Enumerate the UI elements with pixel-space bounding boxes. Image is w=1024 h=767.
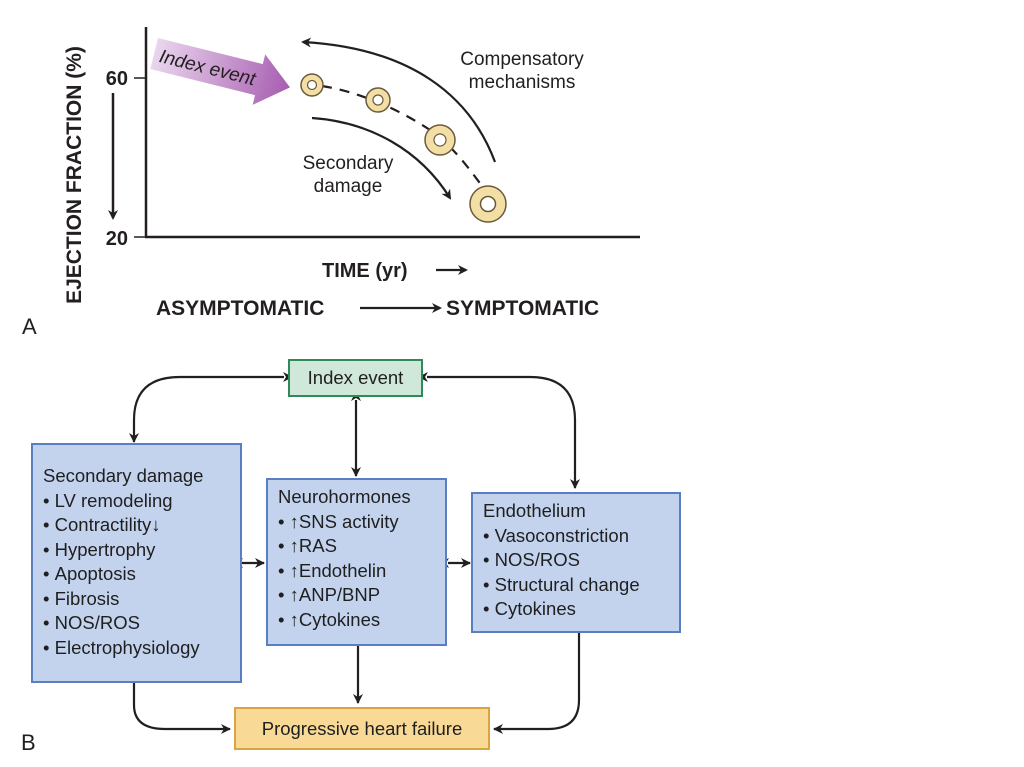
list-item: NOS/ROS [483, 548, 669, 573]
list-item: Apoptosis [43, 562, 230, 587]
list-item: Vasoconstriction [483, 524, 669, 549]
heart-marker [424, 124, 456, 156]
list-item: ↑ANP/BNP [278, 583, 435, 608]
endothelium-box: Endothelium Vasoconstriction NOS/ROS Str… [471, 492, 681, 633]
panel-a-graph: EJECTION FRACTION (%) 60 20 Index event … [63, 27, 640, 320]
list-item: ↑RAS [278, 534, 435, 559]
list-item: Structural change [483, 573, 669, 598]
secondary-damage-box: Secondary damage LV remodeling Contracti… [31, 443, 242, 683]
list-item: Contractility↓ [43, 513, 230, 538]
list-item: Cytokines [483, 597, 669, 622]
y-tick-label-60: 60 [106, 68, 128, 90]
compensatory-arrow [301, 37, 497, 163]
heart-marker [300, 73, 324, 97]
index-event-box: Index event [288, 359, 423, 397]
compensatory-label-1: Compensatory [460, 49, 584, 70]
list-item: ↑SNS activity [278, 510, 435, 535]
panel-b-letter: B [21, 730, 36, 755]
list-item: LV remodeling [43, 489, 230, 514]
secondary-damage-arrow [311, 116, 452, 200]
connector-secondary-outcome [132, 683, 231, 734]
y-axis-title: EJECTION FRACTION (%) [63, 46, 86, 304]
endothelium-title: Endothelium [483, 500, 586, 521]
secondary-label-1: Secondary [303, 153, 394, 174]
connector-index-secondary [129, 372, 293, 443]
heart-marker [469, 185, 507, 223]
connector-index-endothelium [418, 372, 580, 489]
symptomatic-label: SYMPTOMATIC [446, 297, 599, 320]
list-item: ↑Endothelin [278, 559, 435, 584]
list-item: Hypertrophy [43, 538, 230, 563]
x-axis-title: TIME (yr) [322, 260, 408, 282]
list-item: NOS/ROS [43, 611, 230, 636]
list-item: ↑Cytokines [278, 608, 435, 633]
list-item: Fibrosis [43, 587, 230, 612]
list-item: Electrophysiology [43, 636, 230, 661]
heart-marker [365, 87, 391, 113]
neurohormones-title: Neurohormones [278, 486, 411, 507]
secondary-damage-title: Secondary damage [43, 465, 204, 486]
panel-a-letter: A [22, 314, 37, 339]
progressive-heart-failure-box: Progressive heart failure [234, 707, 490, 750]
y-tick-label-20: 20 [106, 228, 128, 250]
compensatory-label-2: mechanisms [469, 72, 576, 93]
neurohormones-box: Neurohormones ↑SNS activity ↑RAS ↑Endoth… [266, 478, 447, 646]
asymptomatic-label: ASYMPTOMATIC [156, 297, 324, 320]
connector-endothelium-outcome [493, 632, 581, 734]
secondary-label-2: damage [314, 176, 383, 197]
